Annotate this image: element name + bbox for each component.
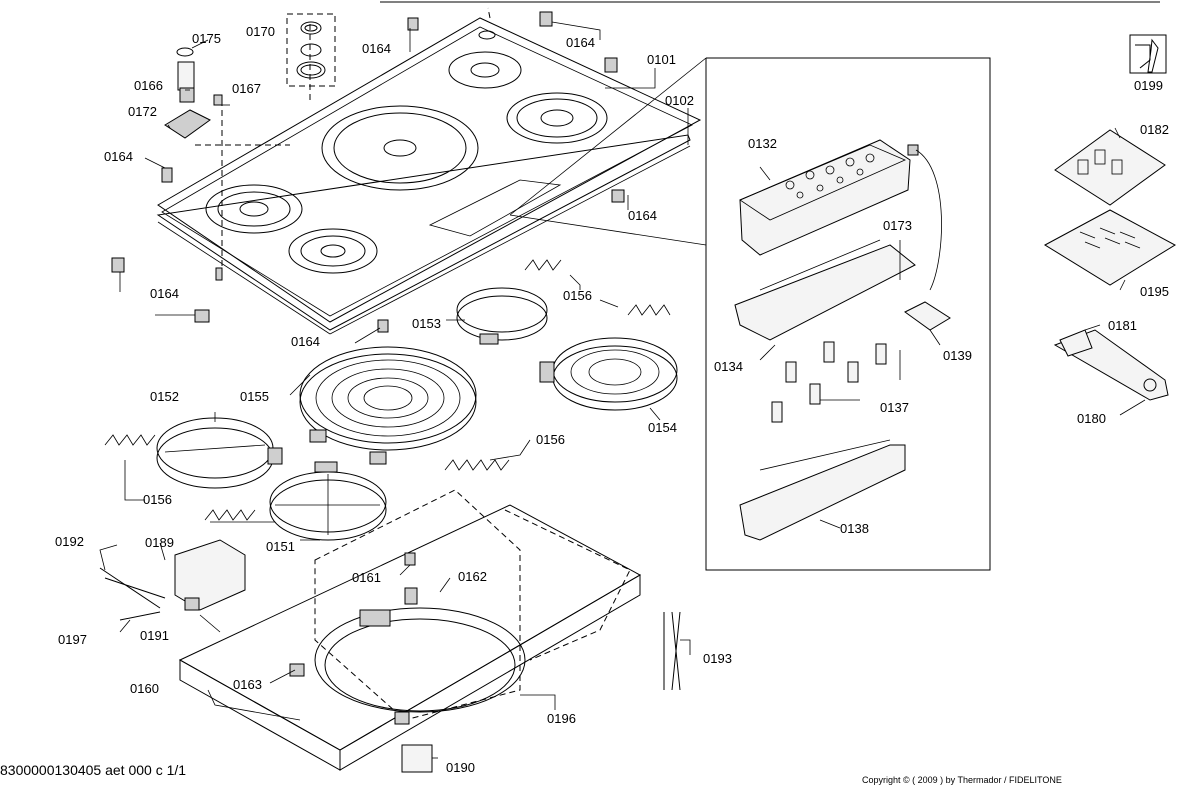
label-0164: 0164 (291, 334, 320, 349)
label-0166: 0166 (134, 78, 163, 93)
label-0163: 0163 (233, 677, 262, 692)
label-0101: 0101 (647, 52, 676, 67)
copyright-notice: Copyright © ( 2009 ) by Thermador / FIDE… (862, 775, 1062, 785)
label-0154: 0154 (648, 420, 677, 435)
springs (771, 341, 887, 423)
label-0156: 0156 (563, 288, 592, 303)
label-0189: 0189 (145, 535, 174, 550)
label-0164: 0164 (150, 286, 179, 301)
wire-set-left (99, 567, 166, 621)
label-0134: 0134 (714, 359, 743, 374)
seal-rings (286, 13, 336, 87)
label-0190: 0190 (446, 760, 475, 775)
label-0138: 0138 (840, 521, 869, 536)
label-0102: 0102 (665, 93, 694, 108)
label-0164: 0164 (566, 35, 595, 50)
label-0162: 0162 (458, 569, 487, 584)
scraper-0180 (1053, 329, 1169, 401)
part-number-labels: 0101 0102 0164 0164 0164 0164 0164 0164 … (55, 24, 1169, 775)
bottom-housing (178, 489, 642, 771)
label-0161: 0161 (352, 570, 381, 585)
label-0182: 0182 (1140, 122, 1169, 137)
heating-elements (156, 287, 678, 541)
label-0195: 0195 (1140, 284, 1169, 299)
label-0197: 0197 (58, 632, 87, 647)
label-0155: 0155 (240, 389, 269, 404)
label-0199: 0199 (1134, 78, 1163, 93)
label-0164: 0164 (104, 149, 133, 164)
label-0172: 0172 (128, 104, 157, 119)
wire-set-right (663, 611, 681, 691)
label-0175: 0175 (192, 31, 221, 46)
knob-assembly (164, 47, 223, 139)
label-0170: 0170 (246, 24, 275, 39)
label-0164: 0164 (362, 41, 391, 56)
label-0173: 0173 (883, 218, 912, 233)
label-0151: 0151 (266, 539, 295, 554)
label-0167: 0167 (232, 81, 261, 96)
label-0193: 0193 (703, 651, 732, 666)
rating-plate (401, 744, 433, 773)
label-0191: 0191 (140, 628, 169, 643)
label-0152: 0152 (150, 389, 179, 404)
label-0139: 0139 (943, 348, 972, 363)
label-0153: 0153 (412, 316, 441, 331)
retaining-clips (111, 11, 625, 333)
label-0164: 0164 (628, 208, 657, 223)
label-0156: 0156 (536, 432, 565, 447)
document-id: 8300000130405 aet 000 c 1/1 (0, 762, 187, 778)
label-0181: 0181 (1108, 318, 1137, 333)
label-0137: 0137 (880, 400, 909, 415)
label-0180: 0180 (1077, 411, 1106, 426)
control-module-box (509, 57, 991, 571)
label-0192: 0192 (55, 534, 84, 549)
label-0156: 0156 (143, 492, 172, 507)
label-0160: 0160 (130, 681, 159, 696)
cooktop-glass (156, 17, 702, 335)
tool-icon-0199 (1129, 34, 1167, 74)
leader-lines (99, 21, 1146, 759)
spring-clips (104, 259, 671, 521)
terminal-bracket (174, 539, 246, 611)
small-parts-bag-0182 (1054, 129, 1166, 206)
screw-bag-0195 (1043, 209, 1177, 286)
label-0196: 0196 (547, 711, 576, 726)
label-0132: 0132 (748, 136, 777, 151)
